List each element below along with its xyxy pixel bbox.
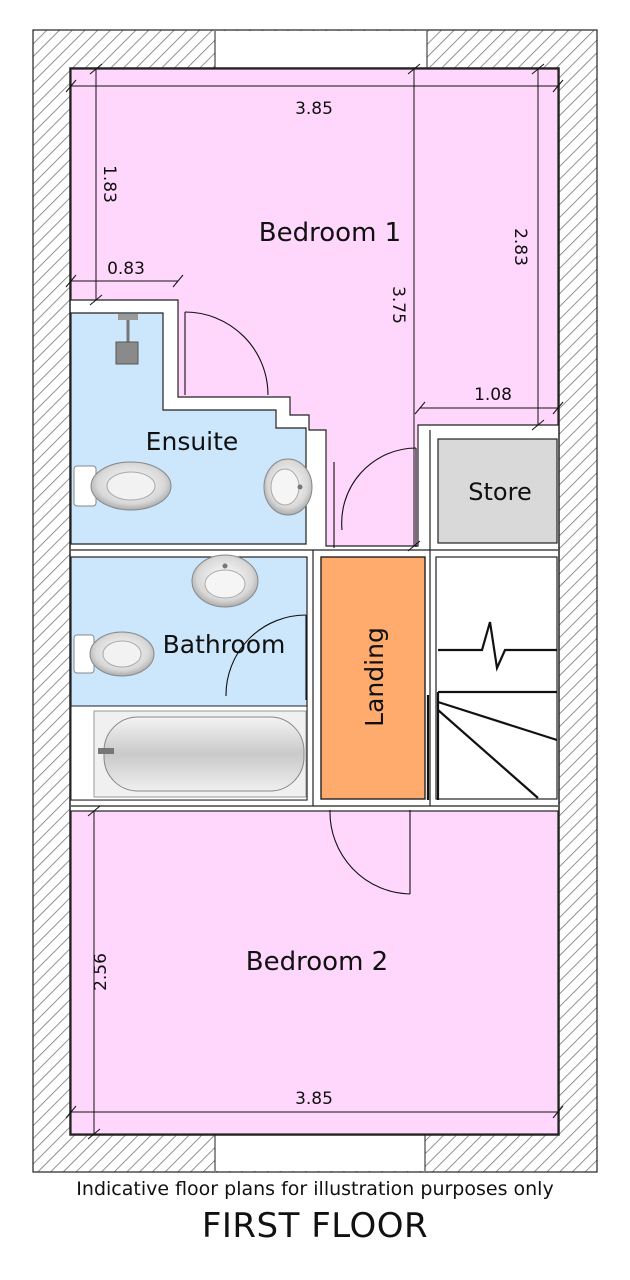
stairs [426, 621, 558, 800]
ensuite-sink-icon [263, 458, 313, 516]
doors [184, 311, 417, 895]
dim-bedroom2-depth: 2.56 [91, 953, 111, 991]
floor-plan: 3.85 1.83 0.83 3.75 2.83 1.08 2.56 3.85 … [32, 29, 598, 1173]
room-label-ensuite: Ensuite [146, 427, 239, 456]
store-area [437, 438, 558, 544]
disclaimer-text: Indicative floor plans for illustration … [76, 1178, 554, 1200]
dim-bedroom1-right-depth: 2.83 [510, 228, 530, 266]
dim-bedroom1-width: 3.85 [295, 99, 333, 119]
bathroom-toilet-icon [73, 631, 155, 677]
bedroom-2-area [70, 810, 559, 1135]
stair-area [435, 556, 558, 800]
bathroom-sink-icon [191, 554, 259, 608]
room-label-store: Store [468, 478, 531, 506]
dim-bedroom1-left-depth: 1.83 [99, 165, 119, 203]
room-label-bedroom-1: Bedroom 1 [259, 218, 401, 248]
dim-store-width: 1.08 [474, 385, 512, 405]
landing-area [320, 556, 426, 800]
bathtub-icon [93, 710, 307, 798]
ensuite-toilet-icon [73, 461, 172, 511]
room-label-bedroom-2: Bedroom 2 [246, 947, 388, 977]
dimension-lines [65, 63, 564, 1140]
room-label-landing: Landing [360, 627, 389, 727]
dim-bedroom1-depth: 3.75 [388, 286, 408, 324]
floor-title: FIRST FLOOR [201, 1206, 429, 1246]
dim-bedroom2-width: 3.85 [295, 1089, 333, 1109]
ensuite-shower [115, 314, 139, 365]
partition-walls [71, 430, 558, 807]
dim-ensuite-width: 0.83 [107, 259, 145, 279]
room-label-bathroom: Bathroom [163, 630, 286, 659]
bedroom-1-area [70, 68, 559, 547]
